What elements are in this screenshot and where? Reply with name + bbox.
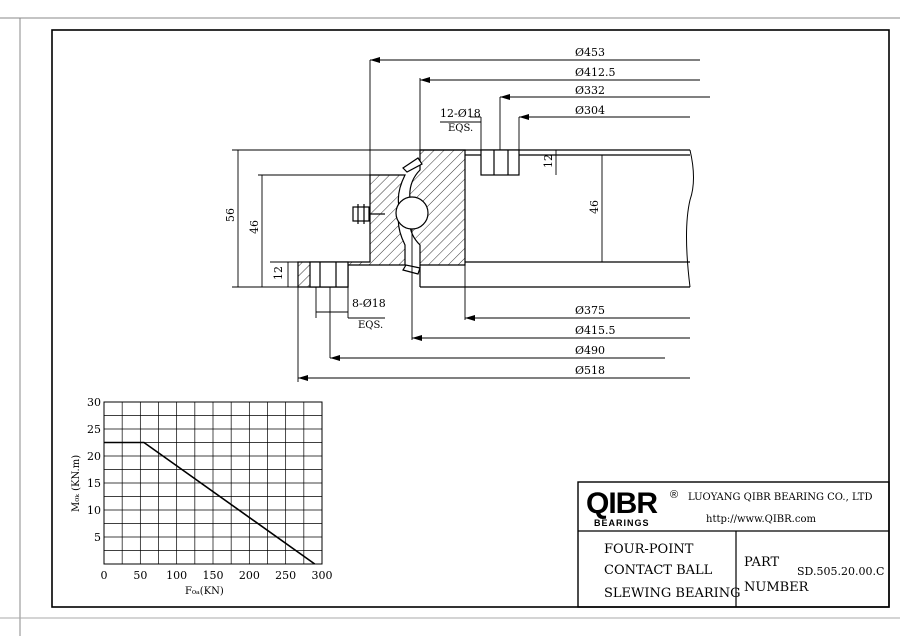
logo-subtext: BEARINGS [594, 518, 650, 528]
ball [395, 196, 429, 230]
dim-h46-left: 46 [248, 220, 261, 234]
dim-490: Ø490 [575, 344, 605, 357]
desc-line-2: CONTACT BALL [604, 563, 713, 578]
outer-hole [309, 261, 349, 288]
desc-line-1: FOUR-POINT [604, 542, 694, 557]
dim-412-5: Ø412.5 [575, 66, 616, 79]
dim-375: Ø375 [575, 304, 605, 317]
part-label-2: NUMBER [744, 580, 810, 595]
part-label-1: PART [744, 555, 780, 570]
chart-x-tick-label: 150 [203, 569, 224, 582]
dim-453: Ø453 [575, 46, 605, 59]
dim-h56: 56 [224, 208, 237, 222]
seal-top [402, 157, 423, 173]
dimension-labels: Ø453 Ø412.5 Ø332 Ø304 12-Ø18 EQS. Ø375 Ø… [224, 46, 616, 377]
chart-y-tick-label: 15 [87, 477, 101, 490]
company-website: http://www.QIBR.com [706, 514, 816, 525]
inner-hole [480, 149, 520, 176]
chart-y-tick-label: 5 [94, 531, 101, 544]
dim-holes-top: 12-Ø18 [440, 107, 481, 120]
dim-h12-left: 12 [272, 266, 285, 280]
chart-x-tick-label: 0 [101, 569, 108, 582]
part-number: SD.505.20.00.C [797, 565, 884, 578]
chart-x-tick-label: 300 [312, 569, 333, 582]
dim-h46-right: 46 [588, 200, 601, 214]
chart-y-tick-label: 10 [87, 504, 101, 517]
chart-grid [104, 402, 322, 564]
chart-x-ticks: 0 50 100 150 200 250 300 [101, 569, 333, 582]
bearing-cross-section [297, 149, 694, 288]
chart-x-tick-label: 200 [239, 569, 260, 582]
chart-y-tick-label: 30 [87, 396, 101, 409]
drawing-border [51, 29, 890, 608]
chart-y-tick-label: 20 [87, 450, 101, 463]
dim-holes-top-eqs: EQS. [448, 123, 473, 134]
chart-y-ticks: 5 10 15 20 25 30 [87, 396, 101, 544]
desc-line-3: SLEWING BEARING [604, 586, 741, 601]
dimension-lines [232, 57, 710, 382]
seal-bottom [402, 264, 421, 275]
chart-series-line [104, 441, 316, 565]
dim-304: Ø304 [575, 104, 605, 117]
load-chart: 0 50 100 150 200 250 300 5 10 15 20 25 30 F₀ₐ(KN) M… [71, 396, 333, 597]
grease-nipple [352, 206, 370, 222]
logo-text: QIBR [586, 487, 658, 520]
chart-x-tick-label: 250 [275, 569, 296, 582]
company-logo: QIBR BEARINGS ® [586, 487, 678, 528]
dim-518: Ø518 [575, 364, 605, 377]
chart-y-tick-label: 25 [87, 423, 101, 436]
registered-mark: ® [670, 489, 678, 501]
dim-415-5: Ø415.5 [575, 324, 616, 337]
dim-h12-right: 12 [542, 154, 555, 168]
chart-ylabel: M₀ₖ (KN.m) [71, 455, 82, 512]
title-block: QIBR BEARINGS ® LUOYANG QIBR BEARING CO.… [577, 481, 890, 608]
company-name: LUOYANG QIBR BEARING CO., LTD [688, 492, 872, 503]
chart-x-tick-label: 100 [166, 569, 187, 582]
dim-holes-bottom-eqs: EQS. [358, 320, 383, 331]
chart-xlabel: F₀ₐ(KN) [185, 586, 224, 597]
dim-holes-bottom: 8-Ø18 [352, 297, 386, 310]
chart-x-tick-label: 50 [133, 569, 147, 582]
dim-332: Ø332 [575, 84, 605, 97]
